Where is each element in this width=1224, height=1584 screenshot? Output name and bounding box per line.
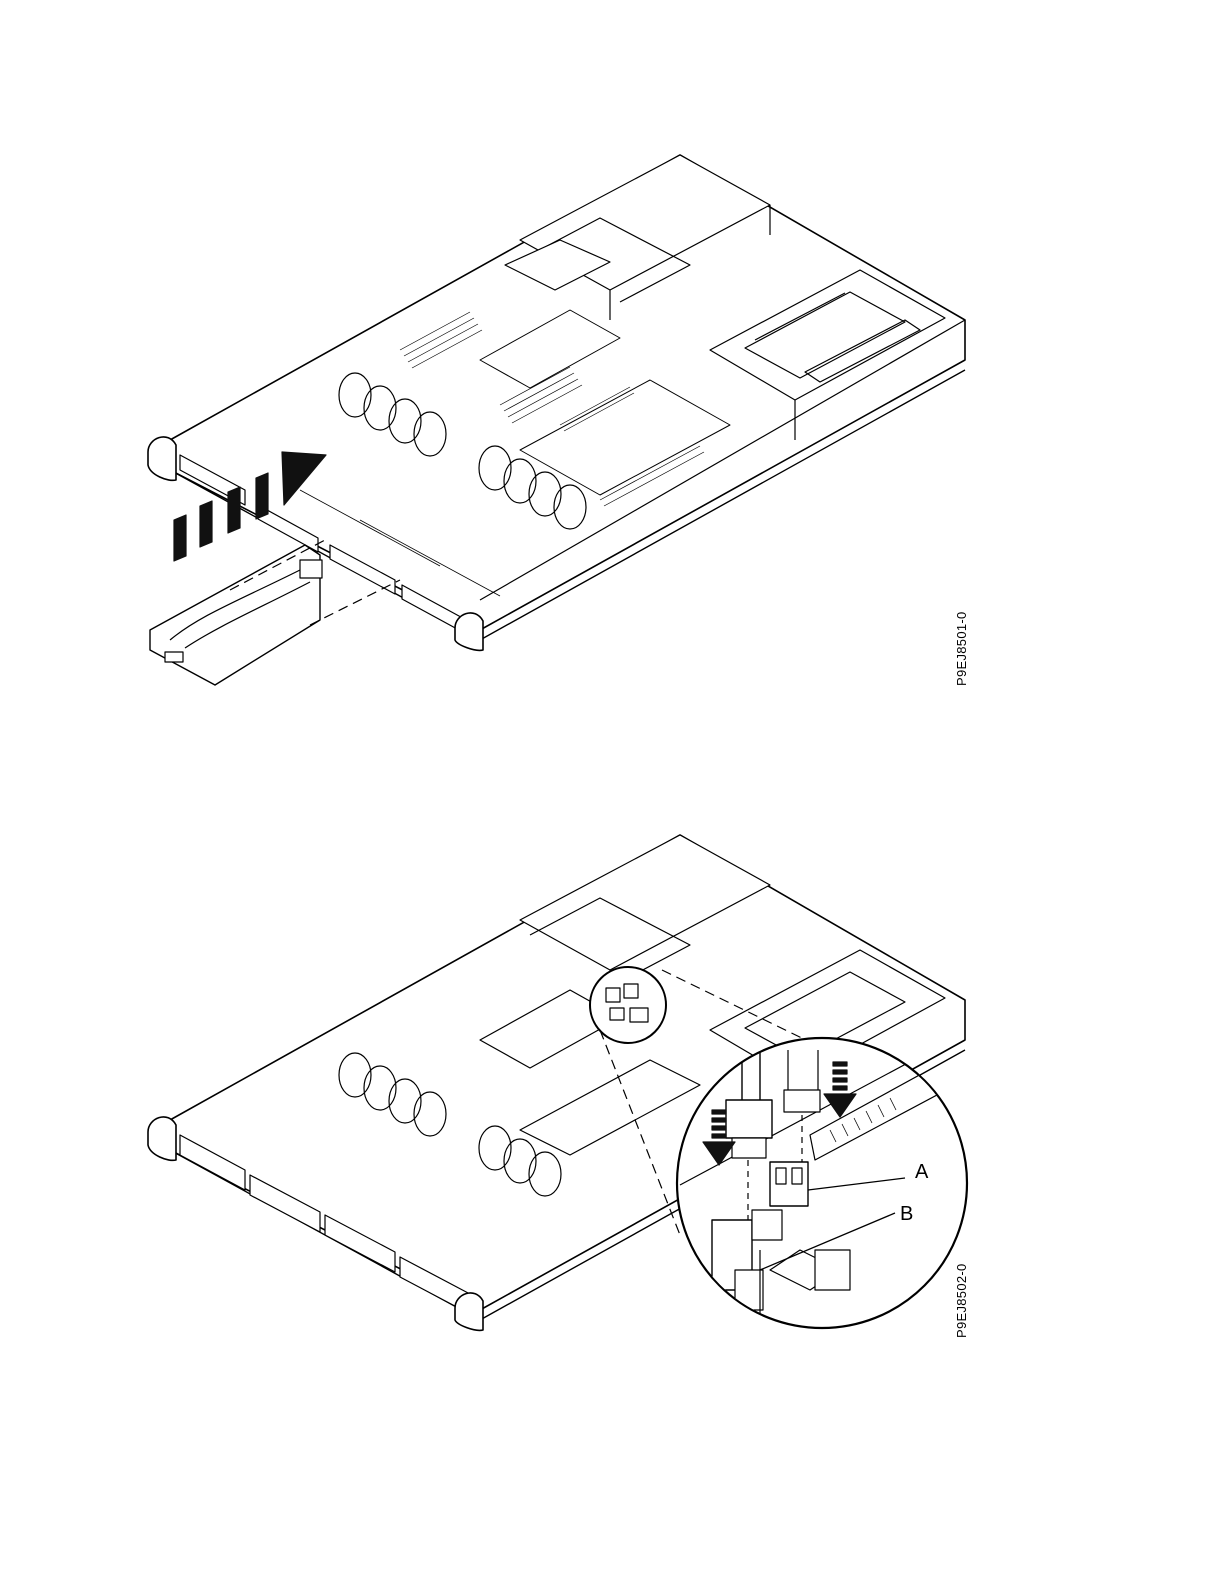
figure-connect-cables: A B P9EJ8502-0 xyxy=(0,780,1224,1420)
server-chassis-illustration-2: A B xyxy=(0,780,1224,1420)
callout-b-label: B xyxy=(900,1203,913,1225)
figure-install-backplane: P9EJ8501-0 xyxy=(0,0,1224,760)
server-chassis-illustration-1 xyxy=(0,0,1224,760)
detail-circle-small xyxy=(590,967,666,1043)
callout-a-label: A xyxy=(915,1161,929,1183)
figure-id: P9EJ8502-0 xyxy=(954,1263,969,1338)
backplane-assembly xyxy=(150,545,322,685)
figure-id: P9EJ8501-0 xyxy=(954,611,969,686)
